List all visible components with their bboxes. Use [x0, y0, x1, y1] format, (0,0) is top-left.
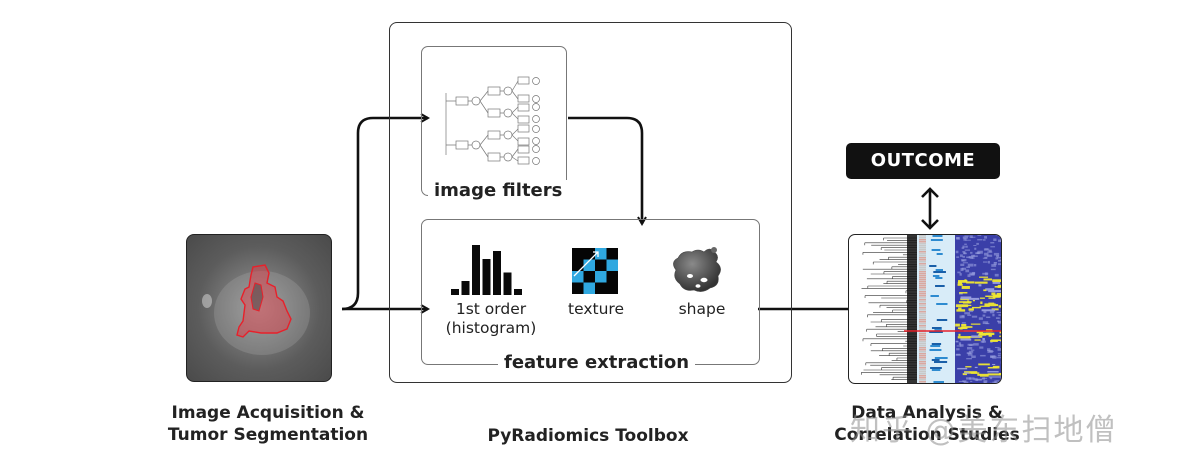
tumor-segmentation-contour	[202, 264, 310, 355]
texture-matrix-icon	[572, 248, 618, 294]
arrow-to-image-filters	[341, 118, 428, 311]
histogram-bar	[472, 245, 480, 295]
toolbox-caption: PyRadiomics Toolbox	[487, 426, 689, 446]
caption-line: Image Acquisition &	[171, 403, 365, 423]
histogram-bar	[482, 259, 491, 295]
image-filters-box	[421, 46, 567, 196]
outcome-badge: OUTCOME	[846, 143, 1000, 179]
feature-extraction-title: feature extraction	[498, 352, 696, 373]
feature-label-shape: shape	[678, 300, 726, 318]
outcome-label: OUTCOME	[870, 150, 976, 171]
caption-line: Correlation Studies	[834, 425, 1020, 445]
mri-scan-image	[186, 234, 332, 382]
caption-line: Data Analysis &	[851, 403, 1003, 423]
clustered-heatmap	[848, 234, 1002, 384]
label-line: (histogram)	[445, 319, 537, 337]
arrow-filters-to-extraction	[568, 116, 642, 224]
pyradiomics-toolbox-box	[389, 22, 792, 383]
caption-line: Tumor Segmentation	[167, 425, 369, 445]
feature-label-texture: texture	[568, 300, 624, 318]
histogram-bar	[461, 281, 470, 295]
histogram-icon	[451, 245, 522, 295]
feature-label-first-order: 1st order (histogram)	[432, 300, 550, 338]
histogram-bar	[451, 289, 459, 295]
tumor-shape-3d-icon	[673, 247, 721, 292]
filter-tree-diagram	[445, 76, 540, 165]
acquisition-caption: Image Acquisition & Tumor Segmentation	[148, 402, 388, 446]
label-line: 1st order	[455, 300, 527, 318]
analysis-caption: Data Analysis & Correlation Studies	[812, 402, 1042, 446]
histogram-bar	[493, 251, 501, 295]
image-filters-title: image filters	[428, 180, 569, 201]
watermark-text: 知乎 @美东扫地僧	[850, 413, 1118, 448]
histogram-bar	[503, 272, 512, 295]
histogram-bar	[514, 289, 522, 295]
